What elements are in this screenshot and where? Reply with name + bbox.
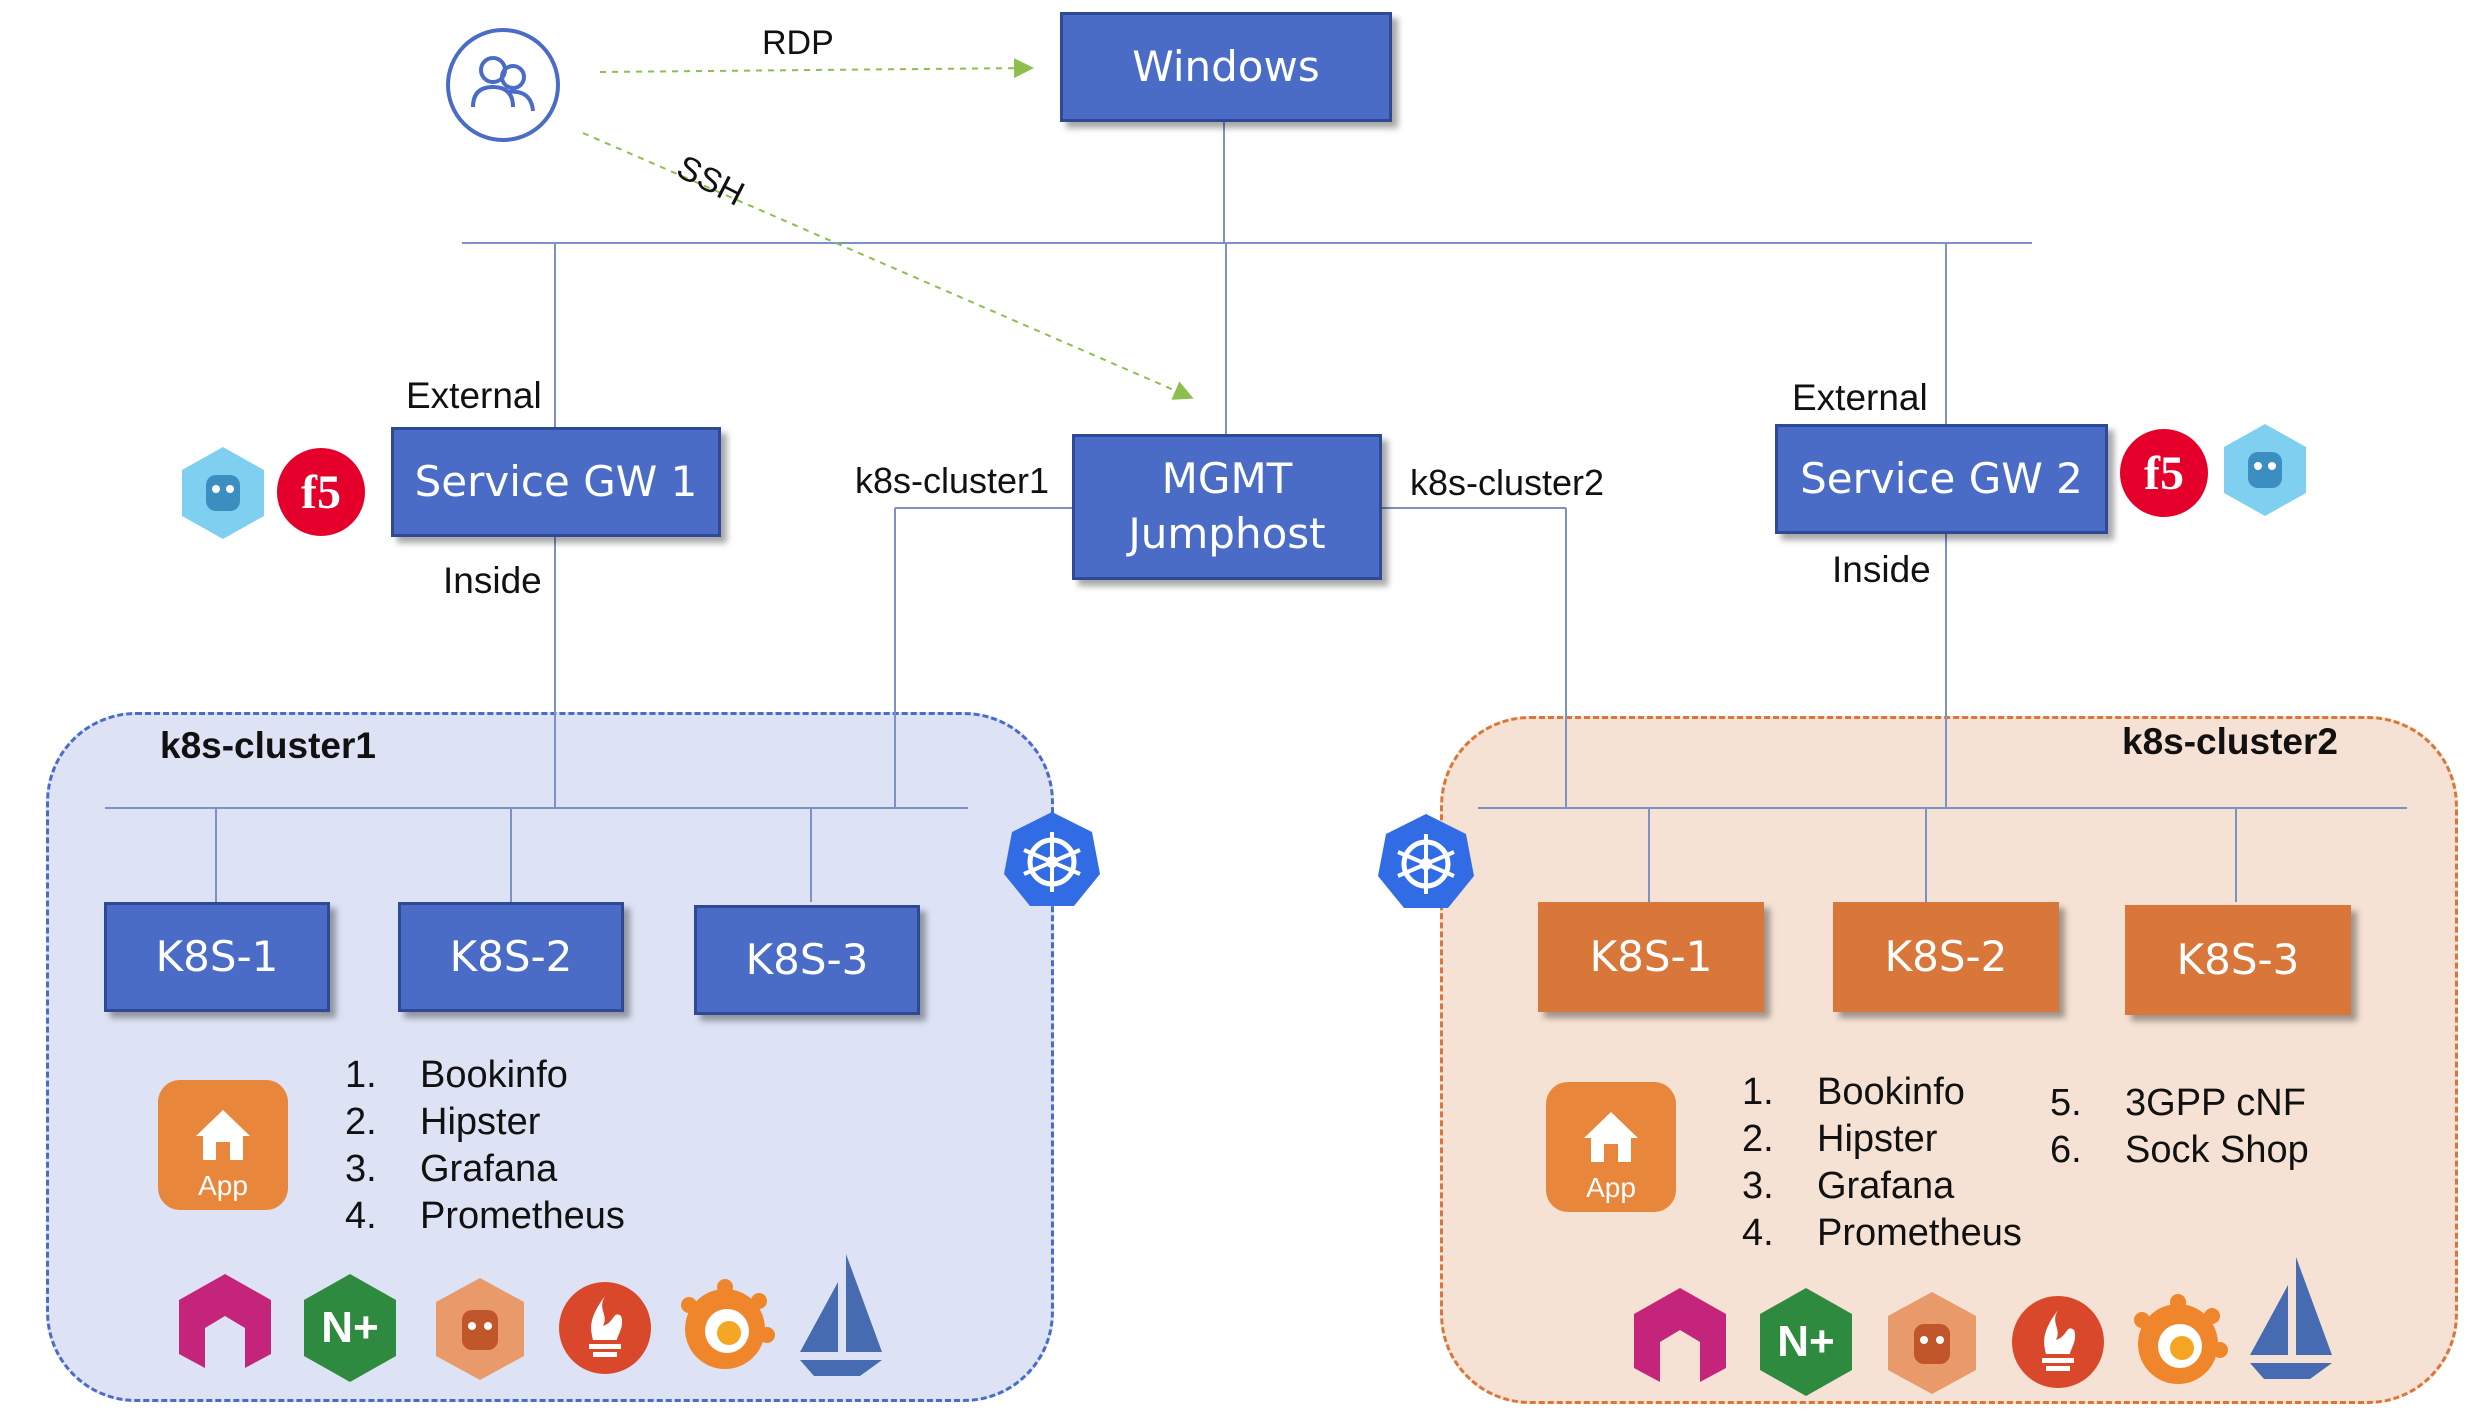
- windows-node[interactable]: Windows: [1060, 12, 1392, 122]
- f5-logo-icon: f5: [275, 446, 367, 538]
- mgmt-jumphost-node[interactable]: MGMT Jumphost: [1072, 434, 1382, 580]
- ssh-arrow: [582, 132, 1194, 400]
- list-item: 4.Prometheus: [1742, 1212, 2022, 1254]
- prometheus-logo-icon: [557, 1280, 653, 1376]
- service-gw-2-label: Service GW 2: [1800, 453, 2083, 503]
- mgmt-line2: Jumphost: [1128, 509, 1326, 558]
- windows-node-label: Windows: [1132, 41, 1320, 91]
- k8s-cluster1-link-label: k8s-cluster1: [855, 460, 1050, 501]
- service-gw-1-label: Service GW 1: [414, 456, 698, 506]
- list-item: 3.Grafana: [345, 1148, 558, 1190]
- cluster2-node-k8s-2[interactable]: K8S-2: [1833, 902, 2059, 1012]
- nginx-plus-logo-icon: N+: [300, 1272, 400, 1384]
- external-label-2: External: [1792, 377, 1928, 418]
- users-icon[interactable]: [443, 25, 563, 145]
- node-label: K8S-2: [1884, 931, 2008, 981]
- list-item: 3.Grafana: [1742, 1165, 1955, 1207]
- rdp-label: RDP: [762, 24, 834, 62]
- bot-orange-hexagon-icon: [432, 1276, 528, 1382]
- bot-orange-hexagon-icon: [1884, 1290, 1980, 1396]
- grafana-logo-icon: [675, 1275, 775, 1379]
- bot-hexagon-icon: [2222, 422, 2308, 518]
- node-label: K8S-1: [155, 931, 279, 981]
- list-item: 2.Hipster: [1742, 1118, 1938, 1160]
- cluster2-app-list-extra: 5.3GPP cNF 6.Sock Shop: [2050, 1082, 2309, 1176]
- app-icon-label: App: [198, 1170, 248, 1201]
- mgmt-line1: MGMT: [1161, 454, 1293, 504]
- node-label: K8S-2: [449, 931, 573, 981]
- node-label: K8S-3: [2176, 934, 2300, 984]
- list-item: 1.Bookinfo: [345, 1054, 568, 1096]
- f5-logo-text: f5: [301, 466, 341, 519]
- service-gw-2-node[interactable]: Service GW 2: [1775, 424, 2108, 534]
- cluster1-title: k8s-cluster1: [160, 725, 376, 766]
- app-icon: App: [158, 1080, 288, 1210]
- node-label: K8S-3: [745, 934, 869, 984]
- kubernetes-icon: [1378, 812, 1474, 912]
- f5-logo-text: f5: [2144, 447, 2184, 500]
- kubernetes-icon: [1004, 810, 1100, 910]
- f5-logo-icon: f5: [2118, 427, 2210, 519]
- app-icon: App: [1546, 1082, 1676, 1212]
- cluster1-node-k8s-2[interactable]: K8S-2: [398, 902, 624, 1012]
- inside-label-2: Inside: [1832, 549, 1931, 590]
- bot-hexagon-icon: [180, 445, 266, 541]
- nginx-plus-text: N+: [321, 1303, 378, 1352]
- list-item: 5.3GPP cNF: [2050, 1082, 2306, 1124]
- node-label: K8S-1: [1589, 931, 1713, 981]
- list-item: 2.Hipster: [345, 1101, 541, 1143]
- nginx-plus-text: N+: [1777, 1317, 1834, 1366]
- cluster2-node-k8s-1[interactable]: K8S-1: [1538, 902, 1764, 1012]
- cluster1-node-k8s-3[interactable]: K8S-3: [694, 905, 920, 1015]
- kuma-logo-icon: [175, 1272, 275, 1382]
- cluster2-node-k8s-3[interactable]: K8S-3: [2125, 905, 2351, 1015]
- service-gw-1-node[interactable]: Service GW 1: [391, 427, 721, 537]
- cluster2-app-list: 1.Bookinfo 2.Hipster 3.Grafana 4.Prometh…: [1742, 1071, 2022, 1259]
- kuma-logo-icon: [1630, 1286, 1730, 1396]
- inside-label-1: Inside: [443, 560, 542, 601]
- external-label-1: External: [406, 375, 542, 416]
- cluster1-node-k8s-1[interactable]: K8S-1: [104, 902, 330, 1012]
- k8s-cluster2-link-label: k8s-cluster2: [1410, 462, 1605, 503]
- list-item: 1.Bookinfo: [1742, 1071, 1965, 1113]
- prometheus-logo-icon: [2010, 1294, 2106, 1390]
- istio-logo-icon: [790, 1252, 890, 1380]
- istio-logo-icon: [2240, 1255, 2340, 1383]
- rdp-arrow: [599, 58, 1034, 79]
- grafana-logo-icon: [2128, 1290, 2228, 1394]
- list-item: 6.Sock Shop: [2050, 1129, 2309, 1171]
- app-icon-label: App: [1586, 1172, 1636, 1203]
- k8s-cluster2-container: [1440, 716, 2458, 1404]
- cluster2-title: k8s-cluster2: [2122, 721, 2338, 762]
- nginx-plus-logo-icon: N+: [1756, 1286, 1856, 1398]
- list-item: 4.Prometheus: [345, 1195, 625, 1237]
- cluster1-app-list: 1.Bookinfo 2.Hipster 3.Grafana 4.Prometh…: [345, 1054, 625, 1242]
